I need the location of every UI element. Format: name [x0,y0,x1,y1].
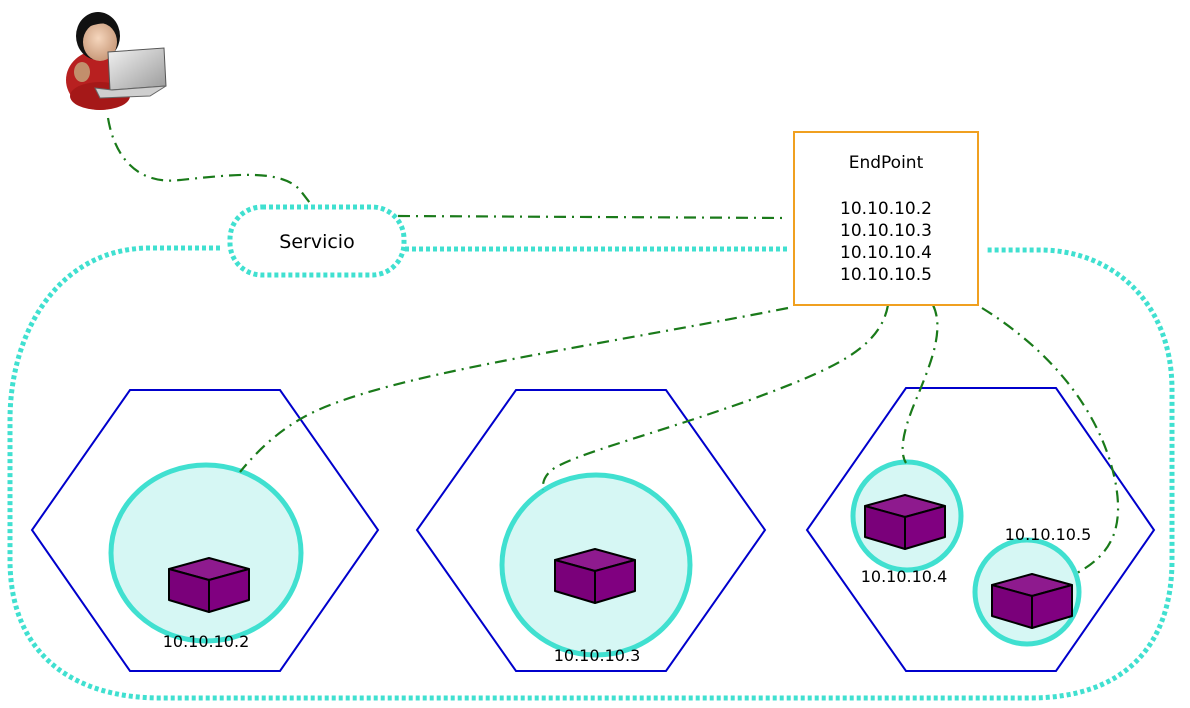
pod-ip-label: 10.10.10.5 [1005,525,1092,544]
user-with-laptop-icon [66,12,167,110]
service-pill [227,204,407,278]
pod-1 [108,462,304,644]
service-label: Servicio [279,231,354,253]
pod-ip-label: 10.10.10.3 [554,646,641,665]
container-box-icon [991,573,1073,629]
node-1 [30,389,380,672]
link-endpoint-pod-3 [901,304,939,464]
pod-ip-label: 10.10.10.2 [163,632,250,651]
node-3 [805,387,1156,672]
endpoint-ip: 10.10.10.2 [840,199,932,219]
pod-ip-label: 10.10.10.4 [861,567,948,586]
link-service-endpoint [397,214,789,220]
endpoint-title: EndPoint [849,153,924,173]
endpoint-ip: 10.10.10.5 [840,265,932,285]
container-box-icon [168,557,250,613]
node-2 [415,389,767,672]
link-endpoint-pod-2 [541,304,890,491]
endpoint-box [793,131,979,306]
link-user-service [106,117,314,208]
container-box-icon [554,548,636,604]
cluster-boundary [7,245,1175,701]
endpoint-ip: 10.10.10.3 [840,221,932,241]
endpoint-ip: 10.10.10.4 [840,243,932,263]
connections [106,117,1120,574]
container-box-icon [864,494,946,550]
link-endpoint-pod-4 [981,307,1120,574]
link-endpoint-pod-1 [239,306,789,473]
